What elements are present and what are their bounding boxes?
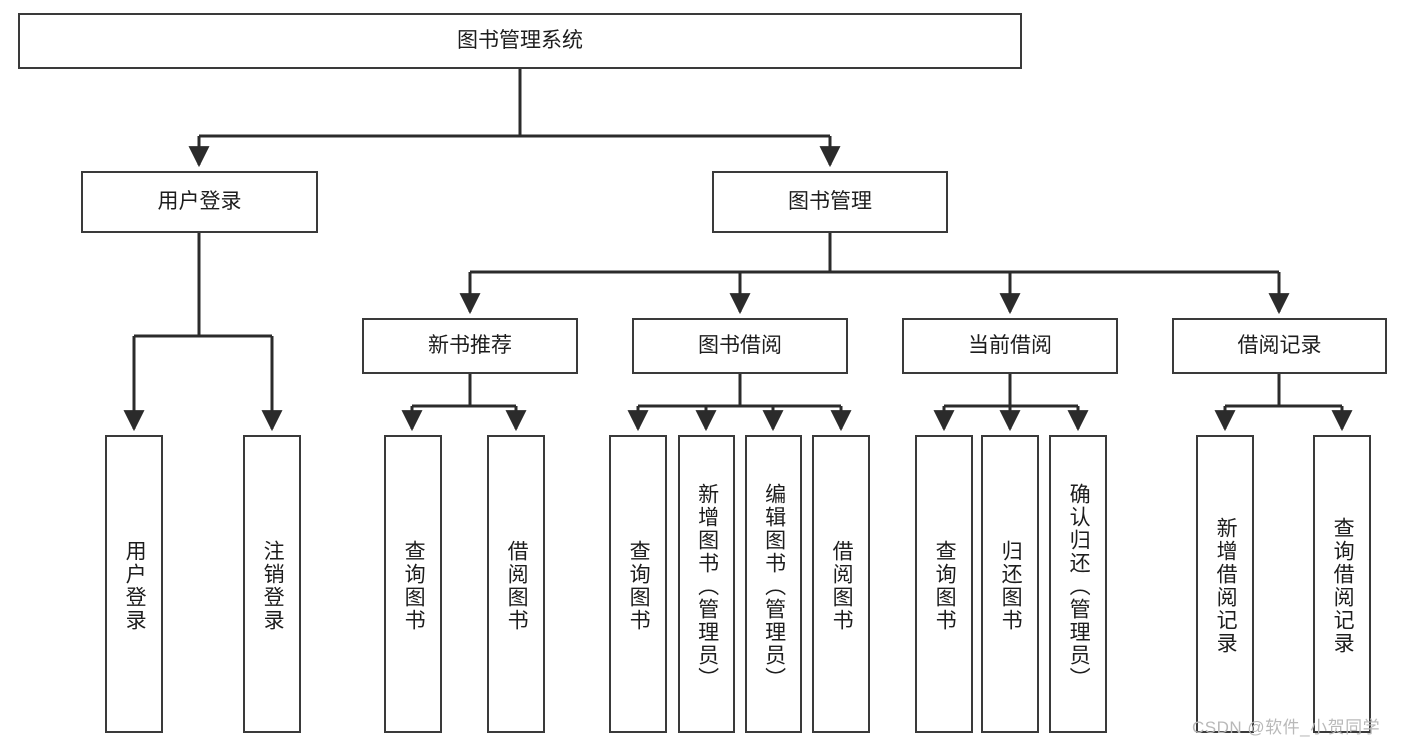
node-new-book-recommend[interactable]: 新书推荐 bbox=[362, 318, 578, 374]
node-label: 确认归还（管理员） bbox=[1067, 482, 1091, 690]
node-label: 借阅图书 bbox=[830, 540, 854, 632]
node-leaf-add-book-admin[interactable]: 新增图书（管理员） bbox=[678, 435, 735, 733]
node-book-borrow[interactable]: 图书借阅 bbox=[632, 318, 848, 374]
node-user-login[interactable]: 用户登录 bbox=[81, 171, 318, 233]
node-leaf-edit-book-admin[interactable]: 编辑图书（管理员） bbox=[745, 435, 802, 733]
node-label: 图书管理系统 bbox=[457, 28, 583, 52]
node-label: 归还图书 bbox=[999, 540, 1023, 632]
node-leaf-user-login[interactable]: 用户登录 bbox=[105, 435, 163, 733]
watermark-text: CSDN @软件_小贺同学 bbox=[1192, 718, 1381, 737]
node-label: 用户登录 bbox=[123, 540, 147, 632]
node-label: 当前借阅 bbox=[968, 333, 1052, 357]
node-label: 新增借阅记录 bbox=[1214, 517, 1238, 655]
node-root-book-management-system[interactable]: 图书管理系统 bbox=[18, 13, 1022, 69]
node-leaf-user-logout[interactable]: 注销登录 bbox=[243, 435, 301, 733]
node-current-borrow[interactable]: 当前借阅 bbox=[902, 318, 1118, 374]
node-label: 查询借阅记录 bbox=[1331, 517, 1355, 655]
node-leaf-query-borrow-record[interactable]: 查询借阅记录 bbox=[1313, 435, 1371, 733]
node-label: 借阅记录 bbox=[1237, 333, 1322, 357]
node-label: 新书推荐 bbox=[428, 333, 512, 357]
node-leaf-query-book-current[interactable]: 查询图书 bbox=[915, 435, 973, 733]
node-label: 图书管理 bbox=[788, 189, 872, 213]
node-label: 编辑图书（管理员） bbox=[762, 482, 786, 690]
node-label: 新增图书（管理员） bbox=[695, 482, 719, 690]
node-leaf-borrow-book[interactable]: 借阅图书 bbox=[812, 435, 870, 733]
node-leaf-add-borrow-record[interactable]: 新增借阅记录 bbox=[1196, 435, 1254, 733]
node-label: 借阅图书 bbox=[505, 540, 529, 632]
node-label: 用户登录 bbox=[157, 189, 242, 213]
node-leaf-query-book-borrow[interactable]: 查询图书 bbox=[609, 435, 667, 733]
node-label: 图书借阅 bbox=[698, 333, 782, 357]
node-leaf-borrow-book-recommend[interactable]: 借阅图书 bbox=[487, 435, 545, 733]
node-leaf-return-book[interactable]: 归还图书 bbox=[981, 435, 1039, 733]
node-label: 注销登录 bbox=[261, 540, 285, 632]
node-leaf-query-book-recommend[interactable]: 查询图书 bbox=[384, 435, 442, 733]
node-borrow-records[interactable]: 借阅记录 bbox=[1172, 318, 1387, 374]
node-label: 查询图书 bbox=[627, 540, 651, 632]
node-label: 查询图书 bbox=[933, 540, 957, 632]
node-label: 查询图书 bbox=[402, 540, 426, 632]
node-book-management[interactable]: 图书管理 bbox=[712, 171, 948, 233]
node-leaf-confirm-return-admin[interactable]: 确认归还（管理员） bbox=[1049, 435, 1107, 733]
